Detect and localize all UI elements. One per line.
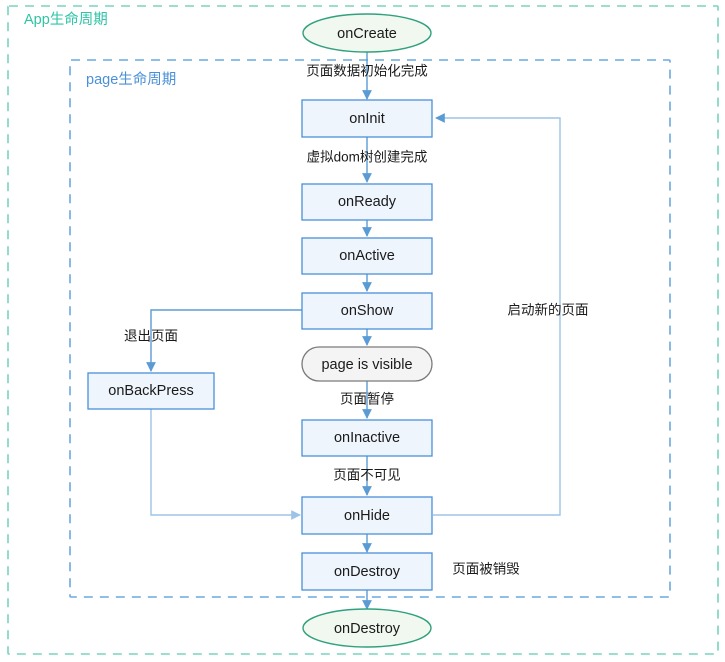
node-on-inactive[interactable] — [301, 419, 433, 457]
node-label-on-destroy-box: onDestroy — [334, 564, 401, 580]
node-on-active[interactable] — [301, 237, 433, 275]
group-label-page-lifecycle: page生命周期 — [86, 70, 176, 88]
node-on-hide[interactable] — [301, 496, 433, 535]
node-on-init[interactable] — [301, 99, 433, 138]
edge-label-show-to-backpress: 退出页面 — [124, 329, 178, 344]
node-on-show[interactable] — [301, 292, 433, 330]
node-label-on-create: onCreate — [337, 26, 397, 42]
edge-label-init-to-ready: 虚拟dom树创建完成 — [307, 150, 428, 165]
group-page-lifecycle — [69, 59, 671, 598]
node-label-on-destroy-end: onDestroy — [334, 621, 401, 637]
connector-backpress-to-hide — [150, 409, 301, 520]
edge-label-page-destroyed: 页面被销毁 — [452, 562, 520, 577]
node-label-on-back-press: onBackPress — [108, 383, 193, 399]
node-label-on-init: onInit — [349, 111, 384, 127]
node-on-back-press[interactable] — [87, 372, 215, 410]
node-label-on-show: onShow — [341, 303, 394, 319]
node-on-destroy-end[interactable] — [302, 608, 432, 648]
edge-label-inactive-to-hide: 页面不可见 — [333, 468, 401, 483]
group-label-app-lifecycle: App生命周期 — [24, 10, 108, 28]
node-label-page-is-visible: page is visible — [321, 357, 412, 373]
connector-show-to-backpress — [146, 309, 302, 372]
edge-label-visible-to-inactive: 页面暂停 — [340, 391, 394, 407]
node-label-on-ready: onReady — [338, 194, 397, 210]
node-on-destroy-box[interactable] — [301, 552, 433, 591]
node-on-create[interactable] — [302, 13, 432, 53]
node-label-on-inactive: onInactive — [334, 430, 400, 446]
edge-label-hide-to-init: 启动新的页面 — [508, 303, 589, 318]
node-label-on-hide: onHide — [344, 508, 390, 524]
node-label-on-active: onActive — [339, 248, 395, 264]
node-on-ready[interactable] — [301, 183, 433, 221]
connector-hide-to-init — [433, 113, 561, 516]
edge-label-create-to-init: 页面数据初始化完成 — [306, 63, 428, 79]
group-app-lifecycle — [7, 5, 719, 655]
node-page-is-visible[interactable] — [301, 346, 433, 382]
